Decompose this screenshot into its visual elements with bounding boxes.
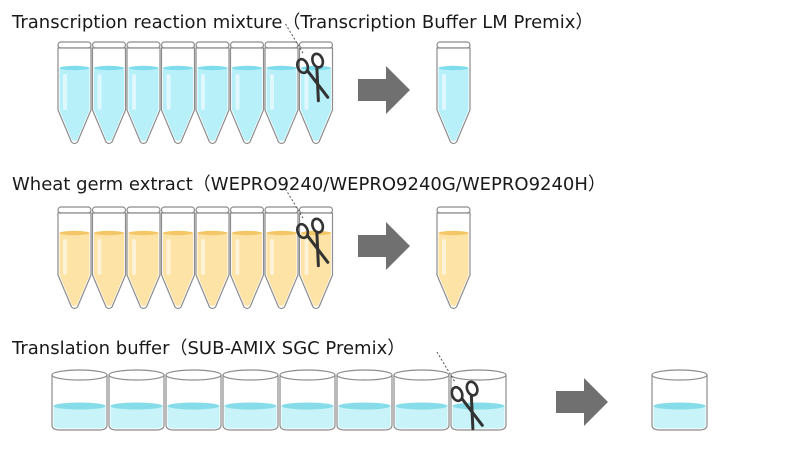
cut-line <box>285 188 304 220</box>
strip-well <box>51 369 108 431</box>
row-2-title: Wheat germ extract（WEPRO9240/WEPRO9240G/… <box>12 174 606 195</box>
strip-well <box>279 369 336 431</box>
single-tube <box>436 206 471 310</box>
strip-tube <box>264 206 299 310</box>
scissors-icon <box>295 217 330 268</box>
strip-well <box>222 369 279 431</box>
scissors-icon <box>450 380 484 431</box>
single-well <box>651 369 708 431</box>
row-3-illustration <box>51 351 708 431</box>
strip-tube <box>160 206 196 310</box>
strip-well <box>108 369 165 431</box>
strip-tube <box>160 41 196 145</box>
strip-tube <box>126 206 161 310</box>
strip-well <box>450 369 507 431</box>
right-arrow-icon <box>556 378 608 426</box>
right-arrow-icon <box>358 66 410 114</box>
strip-tube <box>264 41 299 145</box>
strip-tube <box>195 206 230 310</box>
right-arrow-icon <box>358 222 410 270</box>
cut-line <box>285 23 304 55</box>
row-1-title: Transcription reaction mixture（Transcrip… <box>12 12 594 33</box>
strip-tube <box>91 206 127 310</box>
strip-tube <box>229 41 265 145</box>
cut-line <box>436 351 456 383</box>
row-2-illustration <box>57 188 471 310</box>
strip-well <box>165 369 222 431</box>
strip-tube <box>298 206 334 310</box>
strip-tube <box>91 41 127 145</box>
strip-well <box>336 369 393 431</box>
strip-tube <box>195 41 230 145</box>
strip-well <box>393 369 450 431</box>
single-tube <box>436 41 471 145</box>
strip-tube <box>298 41 334 145</box>
scissors-icon <box>295 52 330 103</box>
strip-tube <box>57 206 92 310</box>
strip-tube <box>229 206 265 310</box>
row-3-title: Translation buffer（SUB-AMIX SGC Premix） <box>12 338 406 359</box>
row-1-illustration <box>57 23 471 145</box>
strip-tube <box>126 41 161 145</box>
strip-tube <box>57 41 92 145</box>
